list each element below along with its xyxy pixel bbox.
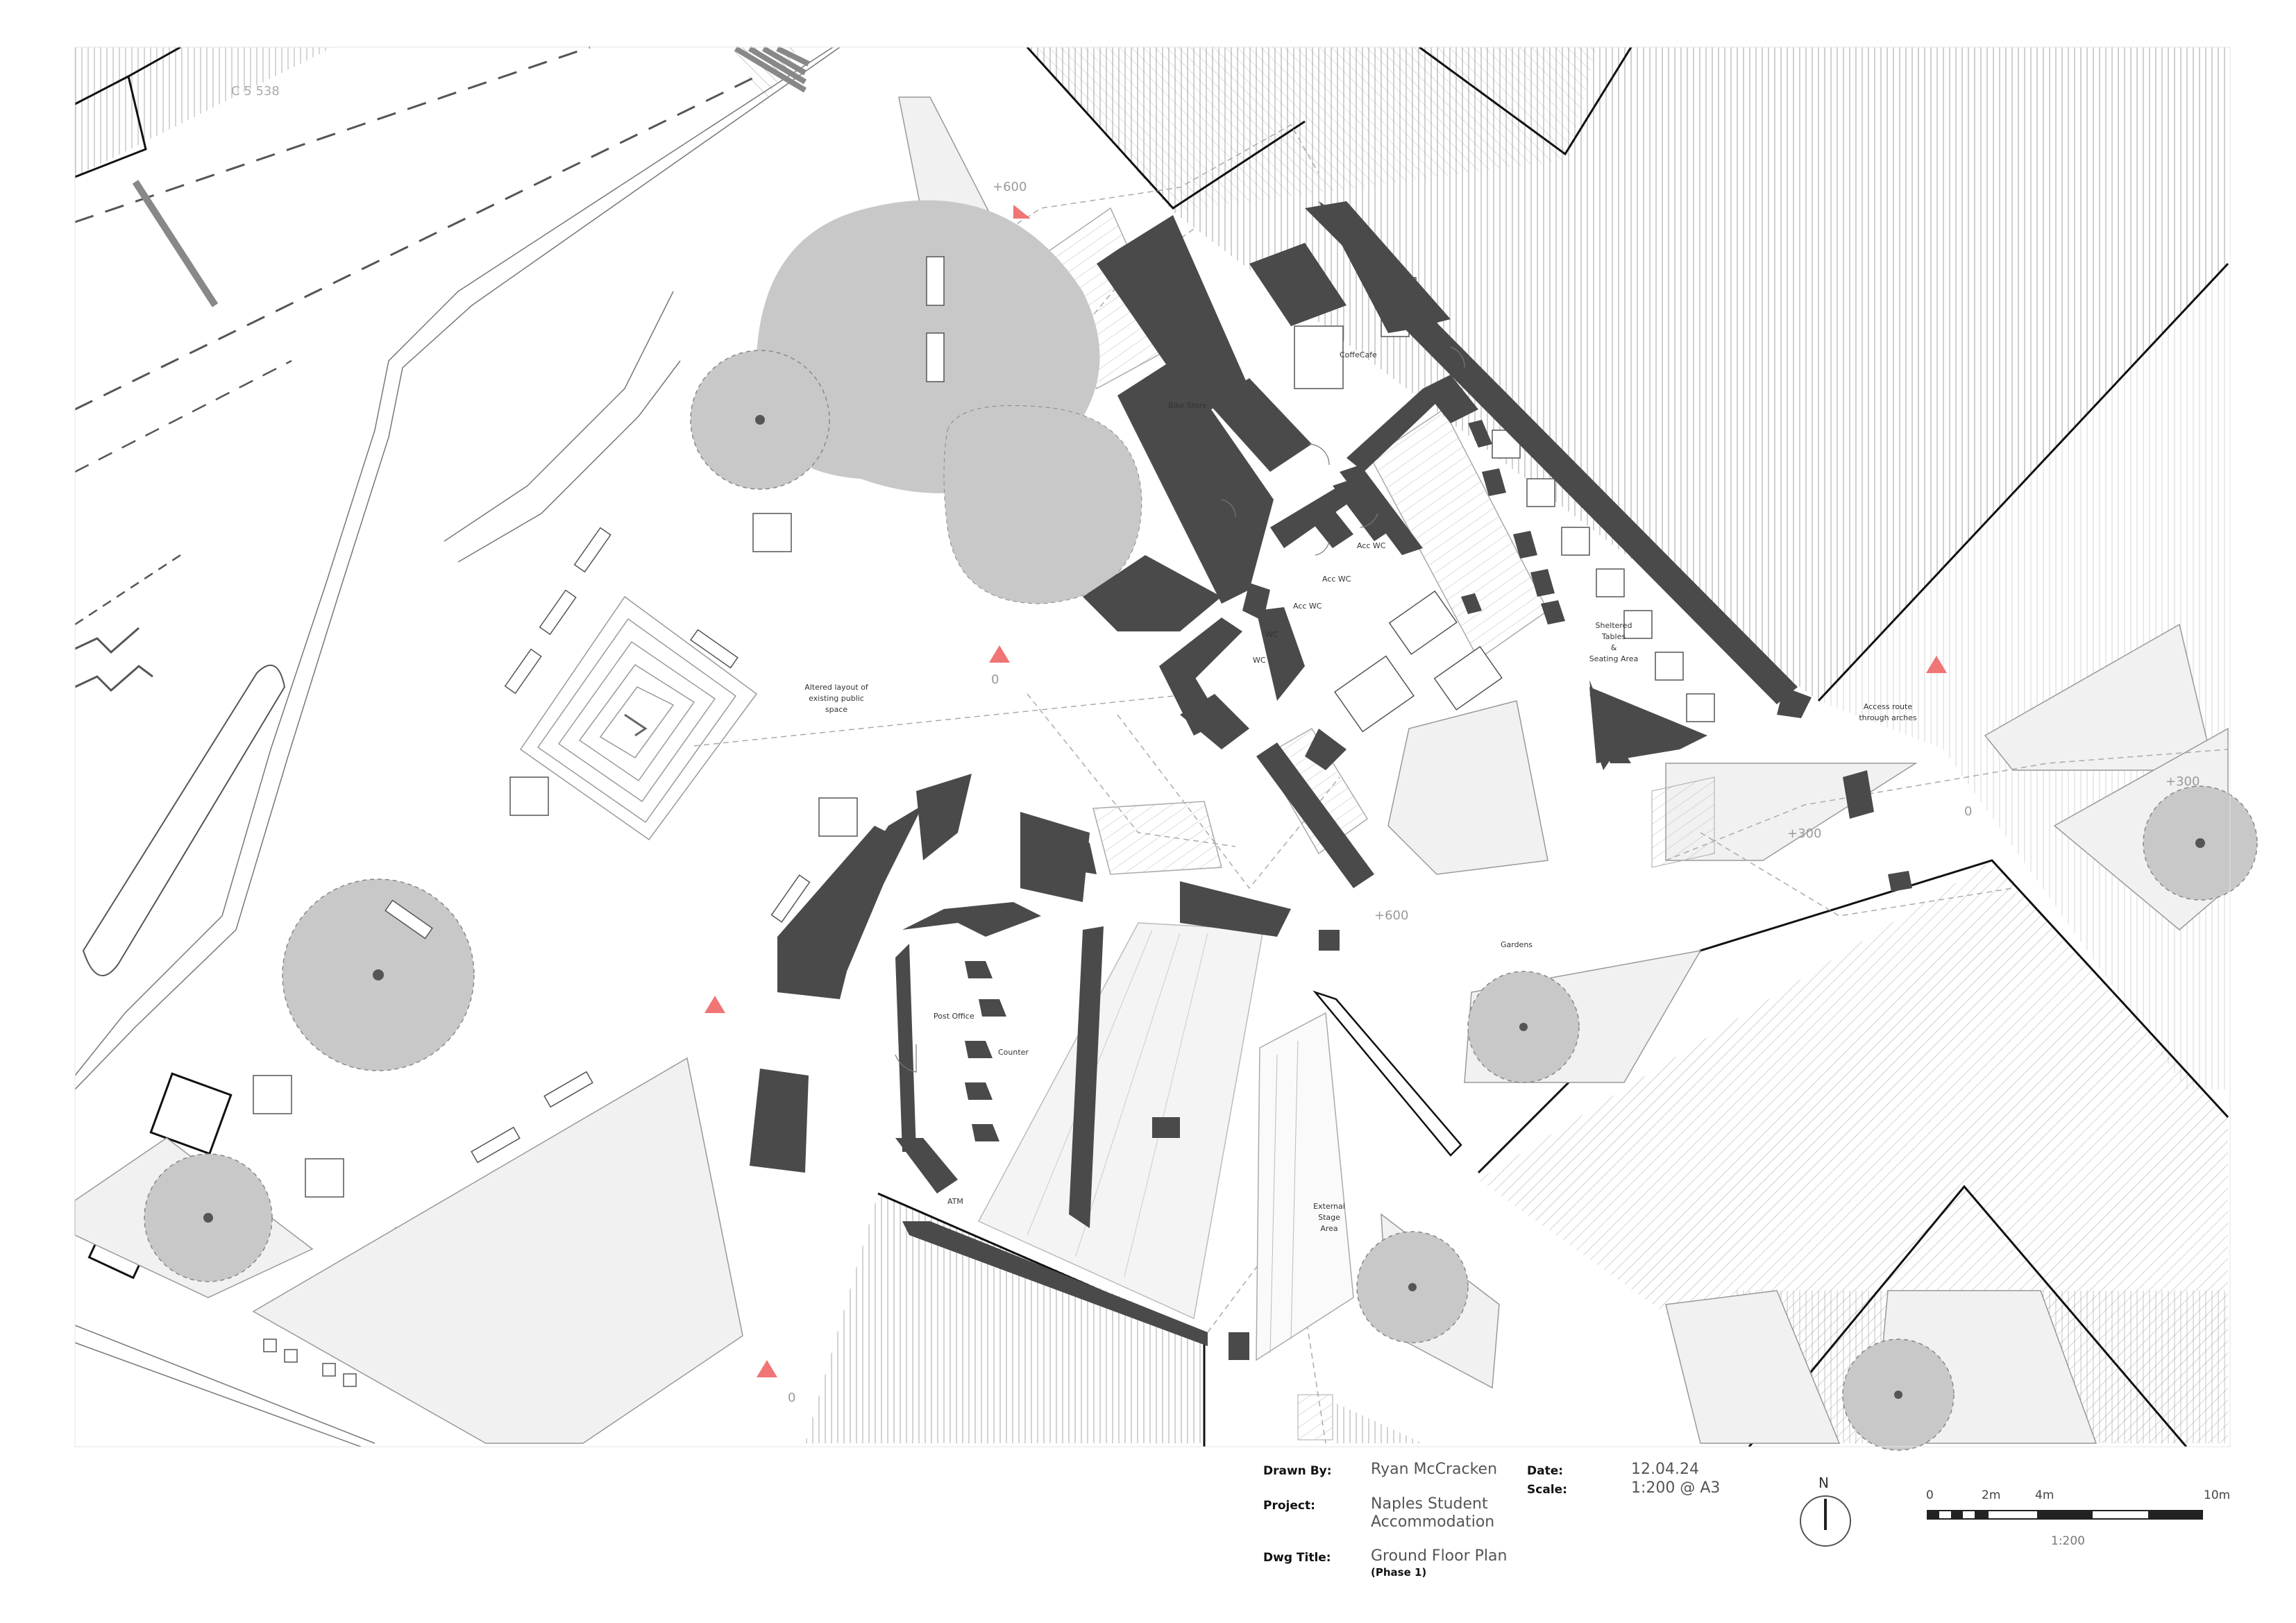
scale-bar: 0 2m 4m 10m 1:200: [1926, 1488, 2230, 1551]
scale-key: Scale:: [1527, 1483, 1567, 1497]
scale-ratio: 1:200: [2051, 1534, 2085, 1548]
north-arrow: N: [1798, 1475, 1853, 1551]
label-acc-wc-3: Acc WC: [1293, 602, 1322, 611]
level-1: +600: [993, 180, 1027, 194]
drawn-by-key: Drawn By:: [1263, 1464, 1332, 1478]
label-stage-1: External: [1313, 1202, 1345, 1211]
project-key: Project:: [1263, 1499, 1315, 1513]
label-altered-3: space: [825, 705, 848, 714]
label-survey-ref: C 5 538: [231, 84, 280, 99]
date-value: 12.04.24: [1631, 1461, 1699, 1478]
scale-value: 1:200 @ A3: [1631, 1479, 1721, 1497]
level-4: +300: [1787, 826, 1821, 841]
level-5: 0: [1964, 804, 1972, 819]
scale-tick-10m: 10m: [2204, 1488, 2231, 1502]
label-cafe: CoffeCafe: [1340, 350, 1377, 359]
label-bike-store: Bike Store: [1168, 401, 1207, 410]
label-atm: ATM: [947, 1197, 963, 1206]
walls: [750, 201, 1912, 1360]
label-sheltered-1: Sheltered: [1596, 621, 1632, 630]
label-sheltered-3: &: [1611, 643, 1617, 652]
label-wc-2: WC: [1253, 656, 1266, 665]
label-stage-2: Stage: [1318, 1213, 1340, 1222]
drawing-frame: [74, 46, 2231, 1447]
label-counter: Counter: [998, 1048, 1029, 1057]
level-annotations: +600 0 +600 +300 0 0 +300: [788, 180, 2200, 1405]
label-acc-wc-2: Acc WC: [1322, 575, 1351, 584]
terraced-feature: [519, 595, 758, 841]
drawn-by-value: Ryan McCracken: [1371, 1461, 1498, 1478]
level-7: +300: [2166, 774, 2200, 789]
label-access-2: through arches: [1859, 713, 1917, 722]
label-sheltered-2: Tables: [1601, 632, 1626, 641]
label-post-office: Post Office: [934, 1012, 974, 1021]
dwg-phase: (Phase 1): [1371, 1566, 1427, 1579]
title-block: Drawn By: Ryan McCracken Project: Naples…: [1263, 1461, 1749, 1599]
label-stage-3: Area: [1320, 1224, 1337, 1233]
path-lines: [74, 46, 841, 1447]
label-wc-1: WC: [1265, 630, 1278, 639]
doors: [895, 346, 1465, 1073]
steps: [977, 207, 1715, 1441]
project-line1: Naples Student: [1371, 1495, 1488, 1513]
compass-icon: [1800, 1495, 1851, 1547]
level-3: +600: [1374, 908, 1408, 923]
dwg-title-value: Ground Floor Plan: [1371, 1547, 1508, 1565]
project-line2: Accommodation: [1371, 1513, 1495, 1531]
scale-bar-graphic: [1927, 1510, 2203, 1520]
dwg-title-key: Dwg Title:: [1263, 1551, 1331, 1565]
label-altered-2: existing public: [809, 694, 864, 703]
scale-tick-0: 0: [1926, 1488, 1934, 1502]
level-6: 0: [788, 1391, 795, 1405]
plan-labels: CoffeCafe Bike Store Acc WC Acc WC Acc W…: [231, 84, 1917, 1233]
date-key: Date:: [1527, 1464, 1564, 1478]
level-markers: [704, 205, 1947, 1377]
level-2: 0: [991, 672, 999, 687]
scale-tick-4m: 4m: [2035, 1488, 2054, 1502]
scale-tick-2m: 2m: [1982, 1488, 2001, 1502]
label-access-1: Access route: [1864, 702, 1912, 711]
label-gardens: Gardens: [1501, 940, 1533, 949]
label-sheltered-4: Seating Area: [1589, 654, 1639, 663]
north-label: N: [1818, 1475, 1829, 1491]
label-acc-wc-1: Acc WC: [1357, 541, 1386, 550]
label-altered-1: Altered layout of: [804, 683, 869, 692]
